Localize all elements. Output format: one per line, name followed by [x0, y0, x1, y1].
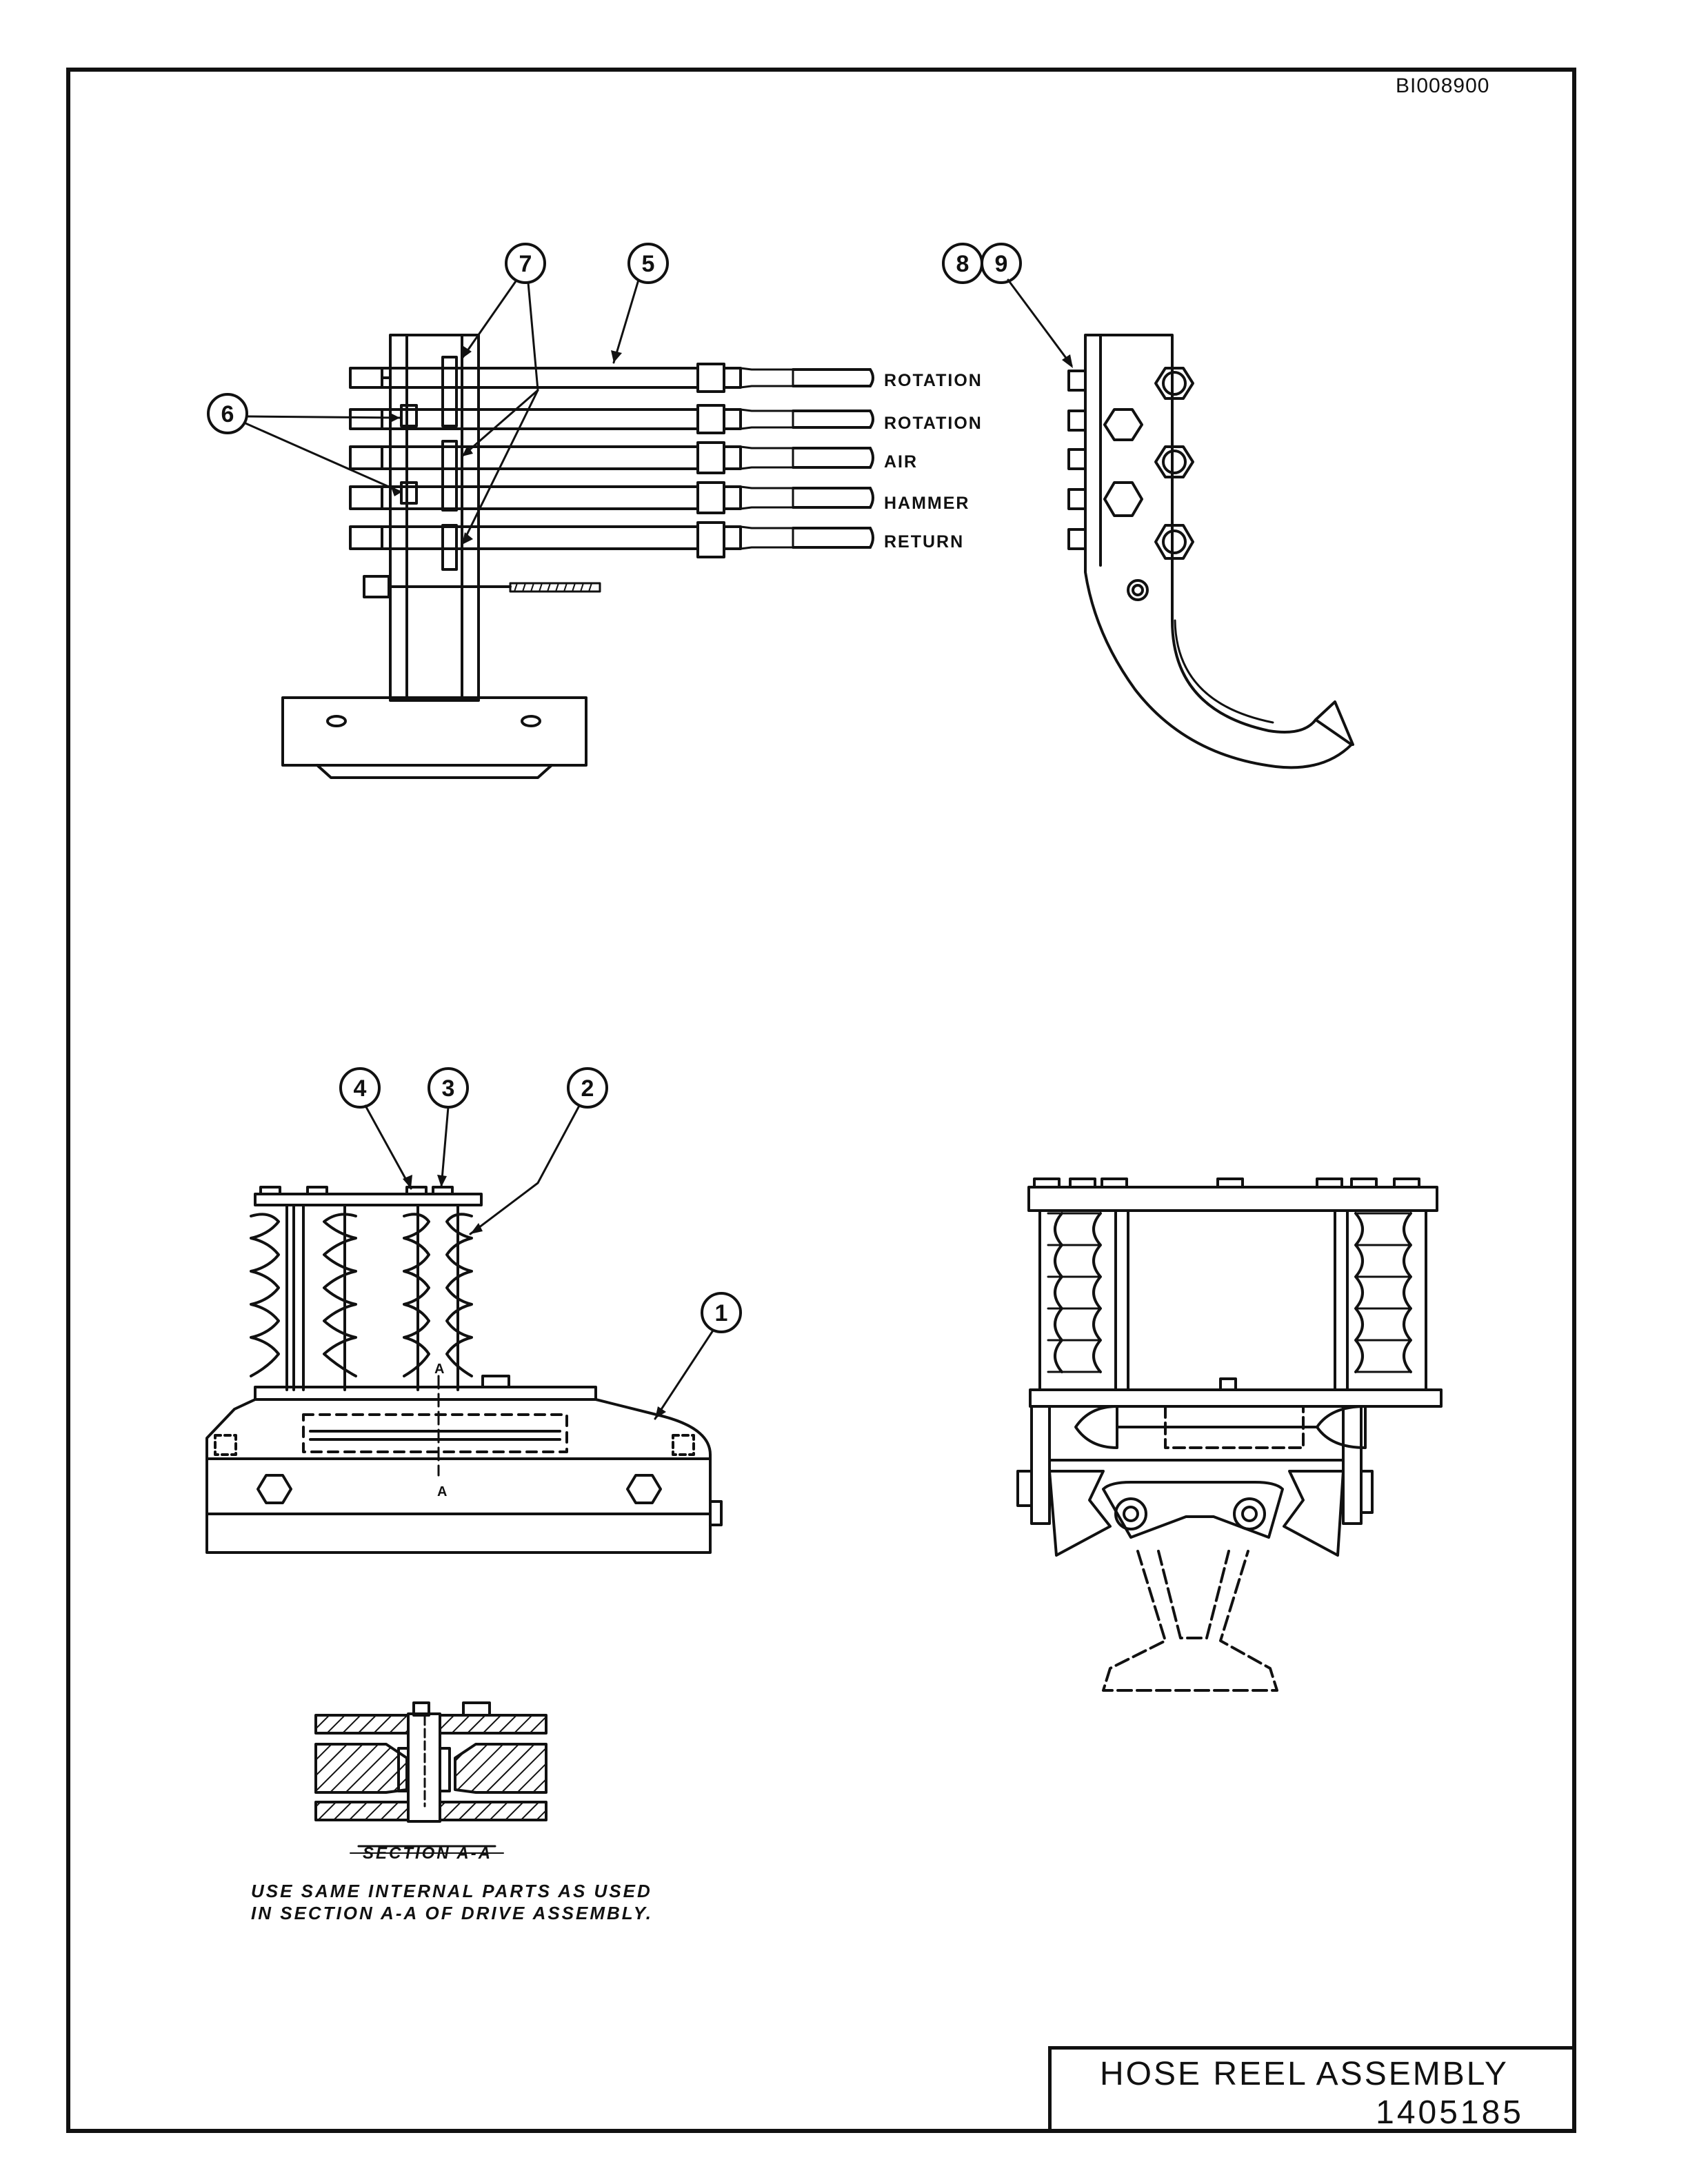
hose-row-1 — [349, 363, 874, 393]
hex-fitting-4 — [1103, 481, 1143, 517]
roller-assembly-end-view — [1016, 1177, 1443, 1692]
part-number: 1405185 — [1376, 2094, 1524, 2131]
callout-1: 1 — [715, 1300, 728, 1326]
callout-6: 6 — [221, 401, 234, 427]
drawing-id: BI008900 — [1396, 74, 1490, 97]
section-marker-bottom: A — [437, 1484, 447, 1499]
section-marker-top: A — [434, 1362, 444, 1377]
callout-8: 8 — [956, 251, 969, 277]
roller-top-plate — [254, 1193, 483, 1206]
callout-1-circle — [701, 1292, 742, 1333]
hose-bracket-end-view: 8 9 — [942, 243, 1354, 769]
hose-row-3 — [349, 441, 874, 474]
hose-label-rotation-1: ROTATION — [884, 371, 983, 390]
callout-9: 9 — [995, 251, 1008, 277]
hose-guide-side-view: ROTATION ROTATION AIR HAMMER RETURN 7 5 … — [207, 243, 983, 779]
callout-9-circle — [981, 243, 1022, 284]
callout-5: 5 — [642, 251, 655, 277]
hose-row-5 — [349, 521, 874, 558]
section-note-line-1: USE SAME INTERNAL PARTS AS USED — [251, 1881, 652, 1901]
roller-base-block — [205, 1398, 712, 1460]
guide-base-plate — [281, 696, 587, 767]
callout-5-circle — [627, 243, 669, 284]
hose-row-4 — [349, 481, 874, 514]
callout-3: 3 — [442, 1075, 455, 1102]
bracket-plate — [1084, 334, 1353, 769]
roller-assembly-side-view: A A 4 3 2 1 — [205, 1067, 742, 1554]
hex-fitting-2 — [1103, 408, 1143, 441]
callout-7-circle — [505, 243, 546, 284]
callout-6-circle — [207, 393, 248, 434]
hex-fitting-3 — [1154, 445, 1194, 478]
title-block: HOSE REEL ASSEMBLY 1405185 — [1048, 2046, 1576, 2133]
section-note-line-2: IN SECTION A-A OF DRIVE ASSEMBLY. — [251, 1903, 653, 1923]
callout-2-circle — [567, 1067, 608, 1109]
hose-row-2 — [349, 404, 874, 434]
hose-label-hammer: HAMMER — [884, 494, 970, 513]
callout-4: 4 — [354, 1075, 367, 1102]
hex-fitting-1 — [1154, 367, 1194, 400]
leader-lines-top-left — [244, 279, 640, 546]
callout-2: 2 — [581, 1075, 594, 1102]
end-view-top-plate — [1027, 1186, 1438, 1212]
hose-label-rotation-2: ROTATION — [884, 414, 983, 433]
section-title: SECTION A-A — [363, 1844, 492, 1863]
callout-7: 7 — [519, 251, 532, 277]
drawing-border — [66, 68, 1576, 2133]
callout-4-circle — [339, 1067, 381, 1109]
hose-label-air: AIR — [884, 452, 918, 472]
guide-post — [389, 334, 480, 702]
hose-label-return: RETURN — [884, 532, 964, 552]
section-a-a: SECTION A-A USE SAME INTERNAL PARTS AS U… — [251, 1701, 653, 1923]
drawing-title: HOSE REEL ASSEMBLY — [1100, 2056, 1509, 2092]
hex-fitting-5 — [1154, 524, 1194, 560]
